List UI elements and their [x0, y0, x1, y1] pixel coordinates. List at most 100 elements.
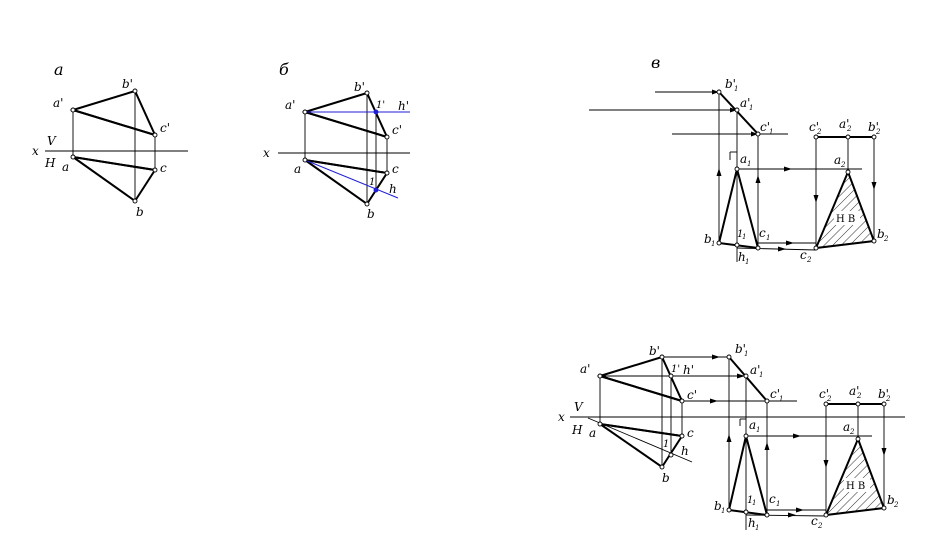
label-1-frontal: 1' [671, 364, 680, 375]
sub: 1 [755, 524, 759, 532]
arrow [716, 168, 722, 176]
point-a1 [302, 109, 308, 115]
axis-x-label-a: x [32, 144, 39, 158]
sub: 2 [849, 428, 855, 436]
horizontal-side-ac [599, 423, 683, 437]
point-1-horizontal [668, 452, 674, 458]
panel-b: б x a' b' c' 1' h' a b c 1 h [263, 60, 410, 221]
sub: 2 [826, 395, 832, 403]
label-c1p: c' [770, 387, 780, 401]
sub: 2 [885, 395, 891, 403]
label-c: c [687, 426, 694, 440]
point-b2 [871, 238, 877, 244]
label-c: c [160, 161, 167, 175]
point-c1 [679, 398, 685, 404]
sub: 1 [756, 426, 760, 434]
true-size-triangle [824, 436, 886, 517]
caption-b: б [279, 60, 289, 79]
sub: 2 [883, 235, 889, 243]
sub: 1 [759, 371, 763, 379]
sub: 2 [806, 256, 812, 264]
frontal-side-ac [304, 111, 388, 138]
axis-v-label-a: V [47, 134, 57, 148]
label-b2: b [877, 227, 885, 241]
label-b: b [662, 471, 670, 485]
label-b1: b' [354, 80, 365, 94]
panel-a: а x V H a' b' c' a b c [32, 60, 188, 219]
label-b: b [367, 207, 375, 221]
label-b1: b' [122, 77, 133, 91]
arrow [778, 246, 786, 252]
sub: 1 [742, 233, 746, 241]
point-c [679, 433, 685, 439]
sub: 1 [779, 395, 783, 403]
axis-x-label: x [558, 410, 565, 424]
label-1-horizontal: 1 [663, 439, 669, 450]
point-c1-low [764, 512, 770, 518]
point-c2 [813, 245, 819, 251]
arrow [784, 166, 792, 172]
sub: 2 [816, 128, 822, 136]
point-a [597, 421, 603, 427]
point-b1 [132, 88, 138, 94]
edge-view-line [718, 91, 759, 135]
point-c2p [813, 134, 819, 140]
point-c1 [384, 134, 390, 140]
horizontal-line-h [304, 159, 399, 199]
point-c1p [764, 398, 770, 404]
label-h1: h' [398, 99, 409, 113]
sub: 1 [752, 499, 756, 507]
label-1-low: 1 [747, 495, 753, 506]
label-a: a [589, 426, 596, 440]
point-1-low [743, 509, 749, 515]
sub: 1 [745, 258, 749, 266]
sub: 1 [749, 104, 753, 112]
label-h: h [681, 444, 689, 458]
axis-v-label: V [574, 400, 584, 414]
point-a2p [845, 134, 851, 140]
axis-h-label: H [571, 423, 583, 437]
point-c1-low [755, 245, 761, 251]
label-a1-low: a [749, 418, 756, 432]
sub: 2 [875, 128, 881, 136]
arrow [755, 175, 761, 183]
label-a1: a' [580, 362, 590, 376]
sub: 1 [734, 85, 738, 93]
point-a1-low [743, 433, 749, 439]
sub: 2 [893, 501, 899, 509]
point-a1 [597, 373, 603, 379]
point-b1p [726, 354, 732, 360]
nv-label: Н В [836, 214, 855, 225]
arrow [712, 354, 720, 360]
label-b2: b [887, 493, 895, 507]
caption-a: а [54, 60, 64, 79]
label-a1p: a' [740, 96, 750, 110]
label-1-frontal: 1' [376, 100, 385, 111]
arrow [764, 442, 770, 450]
label-1-low: 1 [737, 229, 743, 240]
transfer-b [736, 247, 817, 251]
point-b [132, 198, 138, 204]
sub: 1 [766, 234, 770, 242]
point-b2p [871, 134, 877, 140]
point-b1 [659, 354, 665, 360]
arrow [786, 240, 794, 246]
sub: 2 [846, 125, 852, 133]
point-1-frontal [373, 109, 379, 115]
point-c1 [152, 132, 158, 138]
horizontal-side-ac [304, 159, 388, 174]
label-c2p: c' [819, 387, 829, 401]
point-1-frontal [668, 373, 674, 379]
arrow [823, 460, 829, 468]
edge-view-line [728, 356, 768, 402]
label-a1-low: a [740, 152, 747, 166]
label-a: a [62, 160, 69, 174]
label-a2p: a' [849, 384, 859, 398]
arrow [793, 433, 801, 439]
axis-h-label-a: H [44, 156, 56, 170]
label-h1-low: h [738, 250, 746, 264]
sub: 1 [776, 500, 780, 508]
label-a2: a [834, 153, 841, 167]
point-1-low [734, 242, 740, 248]
label-h: h [389, 182, 397, 196]
